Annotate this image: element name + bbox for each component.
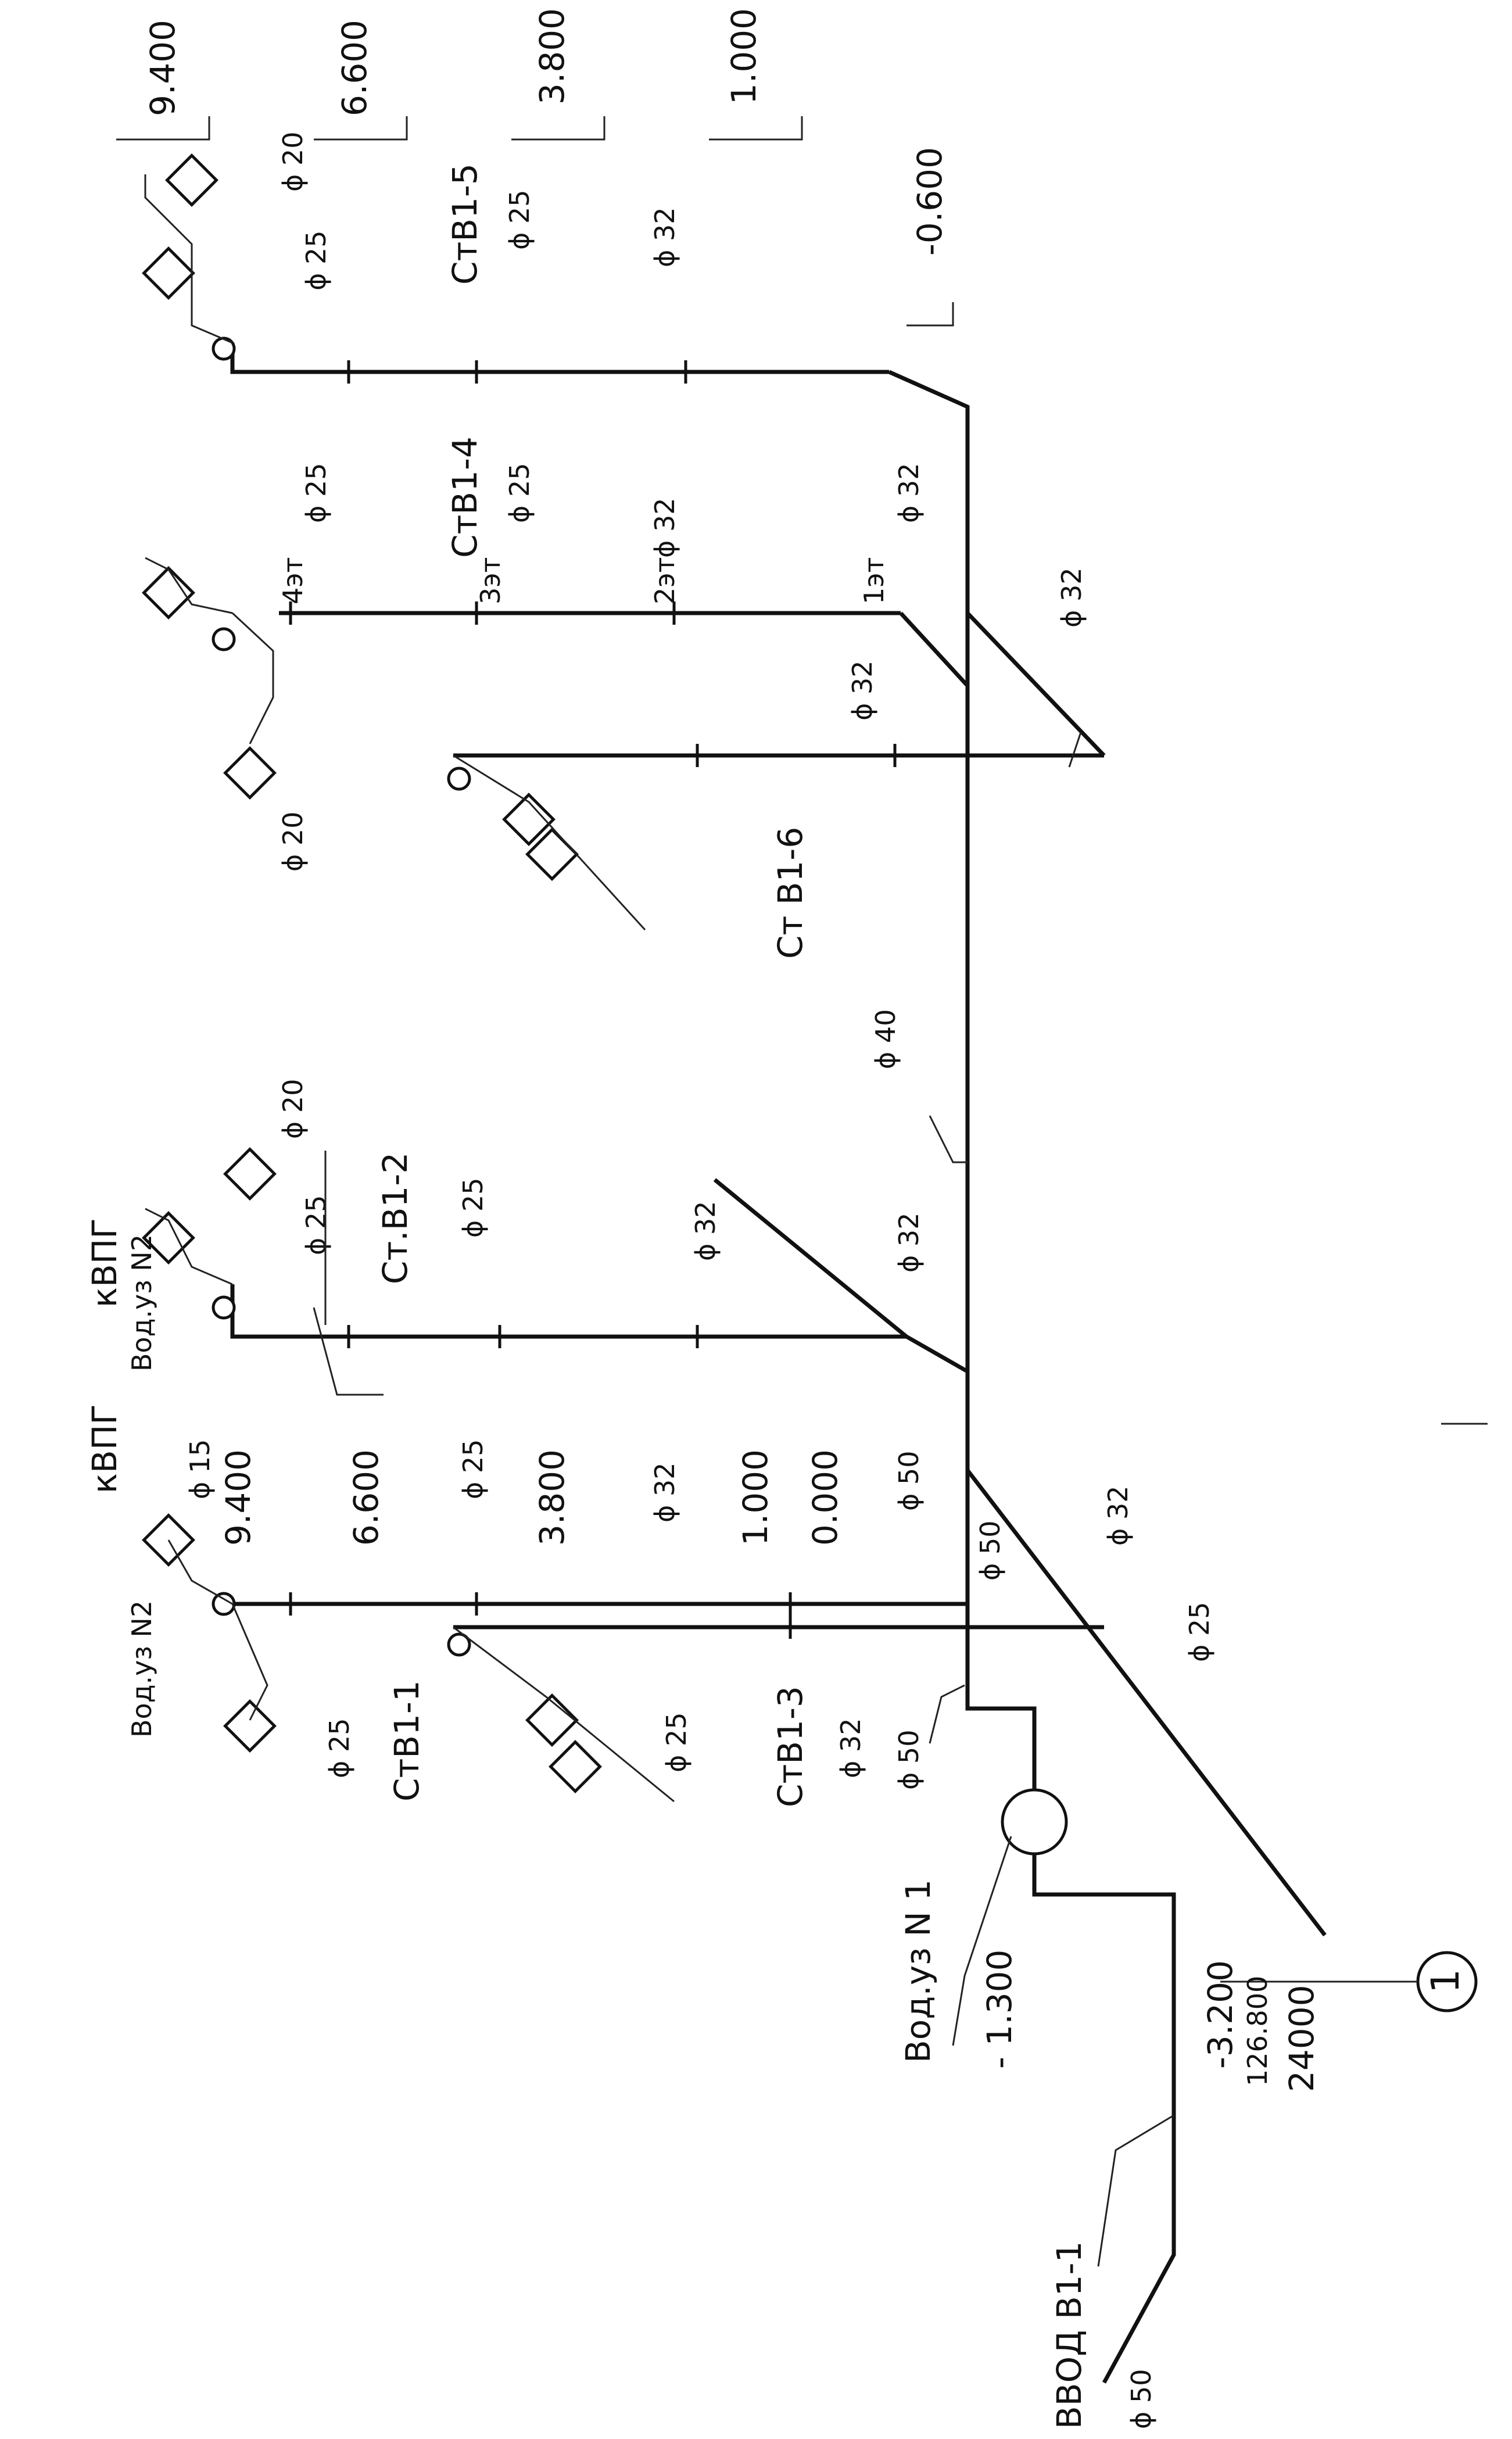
floor-3: 3эт — [475, 557, 506, 604]
elev-6600-b: 6.600 — [346, 1449, 386, 1546]
riser-6-label: Ст В1-6 — [771, 827, 810, 959]
elev-1000-b: 1.000 — [736, 1449, 775, 1546]
water-unit-2a: Вод.уз N2 — [126, 1234, 157, 1371]
valve-circle-icon — [212, 1592, 236, 1616]
fixture-icon — [142, 566, 195, 619]
input-diameter: ϕ 50 — [1126, 2369, 1157, 2430]
water-unit-1: Вод.уз N 1 — [898, 1879, 938, 2063]
d20-b: ϕ 20 — [277, 812, 309, 872]
valve-circle-icon — [447, 767, 471, 791]
d25-f: ϕ 25 — [457, 1178, 489, 1238]
d50-a: ϕ 50 — [893, 1451, 925, 1512]
diag-branch — [966, 1469, 1327, 1937]
floor-1: 1эт — [858, 557, 890, 604]
d32-i: ϕ 32 — [1102, 1486, 1134, 1546]
d25-g: ϕ 25 — [457, 1439, 489, 1500]
elev-9400-b: 9.400 — [218, 1449, 258, 1546]
riser-3-label: СтВ1-3 — [771, 1686, 810, 1807]
floor-2: 2эт — [649, 557, 680, 604]
fixtures — [142, 153, 602, 1793]
labels: 9.400 6.600 3.800 1.000 -0.600 ϕ 20 ϕ 25… — [85, 8, 1468, 2429]
riser-5-label: СтВ1-5 — [445, 163, 485, 285]
fixture-icon — [525, 1693, 579, 1747]
d25-h: ϕ 25 — [1184, 1602, 1215, 1663]
valve-circle-icon — [212, 627, 236, 651]
kvpg-2: кВПГ — [85, 1218, 124, 1308]
section-mark: 1 — [1423, 1969, 1468, 1993]
d20-a: ϕ 20 — [277, 132, 309, 192]
riser-1-label: СтВ1-1 — [387, 1680, 427, 1802]
elev-m3200: -3.200 — [1201, 1960, 1240, 2069]
d32-d: ϕ 32 — [1056, 568, 1087, 628]
d40: ϕ 40 — [870, 1009, 901, 1070]
elev-m0600: -0.600 — [910, 147, 950, 256]
d25-e: ϕ 25 — [300, 1195, 332, 1256]
input-label: ВВОД В1-1 — [1049, 2241, 1089, 2429]
fixture-icon — [165, 153, 218, 207]
d50-b: ϕ 50 — [974, 1521, 1006, 1581]
d32-g: ϕ 32 — [893, 1213, 925, 1273]
floor-4: 4эт — [277, 557, 309, 604]
d32-c: ϕ 32 — [893, 463, 925, 524]
valve-circle-icon — [212, 1295, 236, 1320]
fixture-icon — [142, 1211, 195, 1265]
water-meter-node-1-icon — [1001, 1788, 1068, 1856]
elev-6600-a: 6.600 — [335, 20, 374, 116]
fixture-icon — [223, 1699, 277, 1753]
d25-a: ϕ 25 — [300, 231, 332, 291]
kvpg-1: кВПГ — [85, 1404, 124, 1494]
label-leaders — [313, 732, 1174, 2267]
riser-2-diag — [713, 1178, 908, 1338]
fixture-icon — [223, 746, 277, 800]
d15: ϕ 15 — [184, 1439, 216, 1500]
fixture-leads — [144, 174, 675, 1803]
water-unit-2b: Вод.уз N2 — [126, 1600, 157, 1738]
d25-c: ϕ 25 — [300, 463, 332, 524]
d20-c: ϕ 20 — [277, 1079, 309, 1140]
input-pipe — [1032, 1842, 1176, 2384]
d32-h: ϕ 32 — [649, 1463, 680, 1523]
d32-b: ϕ 32 — [649, 498, 680, 558]
d25-d: ϕ 25 — [504, 463, 535, 524]
elev-3800-a: 3.800 — [532, 8, 572, 105]
d32-e: ϕ 32 — [847, 661, 878, 721]
elev-1000-a: 1.000 — [724, 8, 764, 105]
riser-6-diag — [966, 611, 1106, 757]
elevation-markers-upper — [116, 116, 1488, 1425]
elev-m1300: - 1.300 — [980, 1950, 1019, 2069]
riser-4-label: СтВ1-4 — [445, 436, 485, 558]
d32-j: ϕ 32 — [835, 1718, 866, 1779]
riser-4-branch — [899, 611, 969, 687]
riser-2-label: Ст.В1-2 — [375, 1152, 415, 1284]
dim-24000: 24000 — [1282, 1985, 1321, 2092]
fixture-icon — [142, 246, 195, 300]
lower-trunk — [965, 1383, 1037, 1802]
d50-c: ϕ 50 — [893, 1730, 925, 1790]
main-pipes — [230, 343, 1327, 2384]
valve-circle-icon — [447, 1632, 471, 1657]
fixture-icon — [223, 1147, 277, 1201]
d25-i: ϕ 25 — [324, 1718, 355, 1779]
d32-a: ϕ 32 — [649, 207, 680, 268]
elev-9400-a: 9.400 — [143, 20, 182, 116]
elev-126800: 126.800 — [1242, 1976, 1273, 2086]
d32-f: ϕ 32 — [690, 1201, 721, 1262]
d25-j: ϕ 25 — [661, 1713, 692, 1773]
elev-0000: 0.000 — [805, 1449, 845, 1546]
d25-b: ϕ 25 — [504, 190, 535, 250]
riser-ticks — [289, 360, 897, 1639]
trunk-to-riser5 — [230, 343, 889, 374]
fixture-icon — [502, 793, 556, 846]
fixture-icon — [549, 1740, 602, 1793]
elev-3800-b: 3.800 — [532, 1449, 572, 1546]
